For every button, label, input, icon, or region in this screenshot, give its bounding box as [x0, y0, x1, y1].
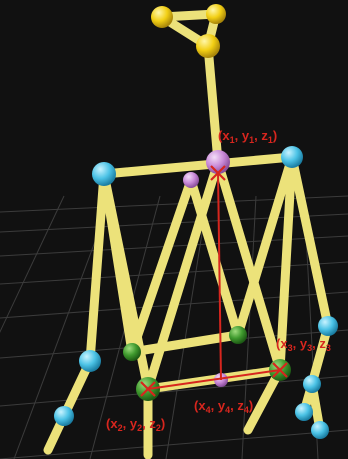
x-mark-icon [210, 165, 226, 181]
right-hand-joint-a [295, 403, 313, 421]
vertical-measure-line [217, 171, 222, 381]
horizontal-measure-line [147, 369, 281, 390]
x-mark-icon [140, 381, 156, 397]
chest-joint [206, 150, 230, 174]
left-elbow-joint [79, 350, 101, 372]
hip-back-right-joint [229, 326, 247, 344]
right-shoulder-joint [281, 146, 303, 168]
left-wrist-joint [54, 406, 74, 426]
head-joint-right [206, 4, 226, 24]
right-hand-joint-b [311, 421, 329, 439]
spine-joint [183, 172, 199, 188]
measurement-lines [147, 171, 281, 390]
head-joint-left [151, 6, 173, 28]
x-mark-icon [272, 362, 288, 378]
coord-label-p2: (x2, y2, z2) [106, 416, 165, 433]
neck-joint [196, 34, 220, 58]
right-elbow-joint [318, 316, 338, 336]
right-wrist-joint [303, 375, 321, 393]
coord-label-p3: (x3, y3, z3 [276, 336, 331, 353]
left-shoulder-joint [92, 162, 116, 186]
hip-back-left-joint [123, 343, 141, 361]
